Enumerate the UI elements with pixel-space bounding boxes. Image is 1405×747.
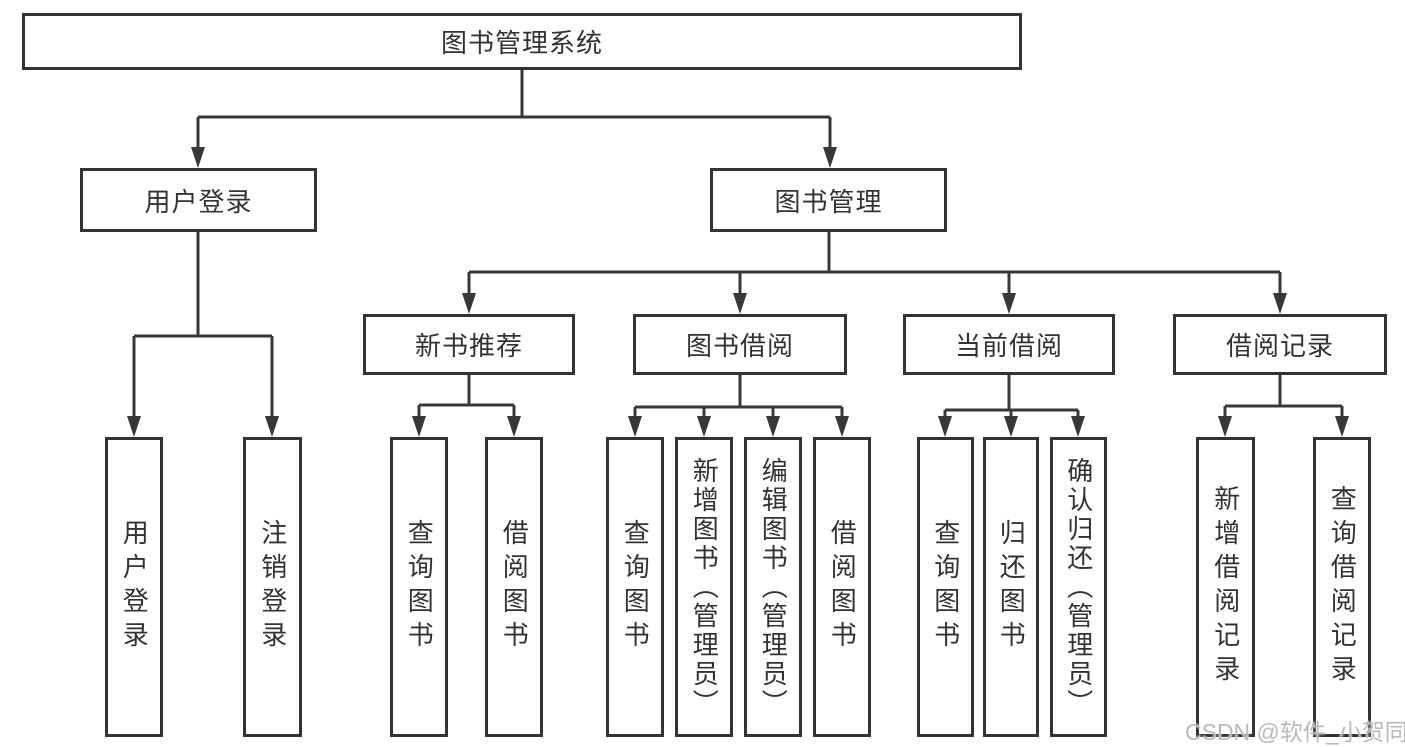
leaf-query-borrow-record: 查询借阅记录 (1313, 437, 1371, 737)
leaf-return-books: 归还图书 (983, 437, 1039, 737)
leaf-edit-books-admin: 编辑图书（管理员） (744, 437, 802, 737)
leaf-query-books-recommend: 查询图书 (390, 437, 448, 737)
leaf-label: 注销登录 (257, 519, 288, 655)
leaf-label: 新增图书（管理员） (689, 456, 720, 718)
leaf-label: 查询图书 (620, 519, 651, 655)
leaf-add-books-admin: 新增图书（管理员） (675, 437, 733, 737)
leaf-query-books-current: 查询图书 (917, 437, 974, 737)
leaf-label: 归还图书 (996, 519, 1027, 655)
node-user-login: 用户登录 (80, 168, 317, 232)
node-label: 用户登录 (144, 186, 253, 217)
leaf-borrow-books-borrowing: 借阅图书 (813, 437, 871, 737)
node-label: 图书借阅 (685, 331, 794, 361)
leaf-label: 确认归还（管理员） (1063, 456, 1094, 718)
node-current-borrowing: 当前借阅 (903, 314, 1115, 375)
node-label: 当前借阅 (954, 331, 1063, 361)
leaf-label: 查询图书 (404, 519, 435, 655)
node-book-management: 图书管理 (710, 168, 947, 232)
leaf-add-borrow-record: 新增借阅记录 (1196, 437, 1255, 737)
leaf-label: 借阅图书 (499, 519, 530, 655)
node-library-management-system: 图书管理系统 (22, 13, 1022, 70)
node-label: 借阅记录 (1225, 331, 1334, 361)
node-label: 图书管理 (774, 186, 883, 217)
node-book-borrowing: 图书借阅 (633, 314, 847, 375)
leaf-label: 查询借阅记录 (1327, 485, 1358, 689)
node-borrowing-records: 借阅记录 (1173, 314, 1387, 375)
node-label: 图书管理系统 (440, 28, 603, 58)
leaf-label: 借阅图书 (827, 519, 858, 655)
leaf-logout-login: 注销登录 (243, 437, 302, 737)
leaf-label: 用户登录 (119, 519, 150, 655)
watermark: CSDN @软件_小贺同学 (1185, 719, 1405, 745)
leaf-label: 查询图书 (930, 519, 961, 655)
node-label: 新书推荐 (414, 331, 523, 361)
leaf-label: 新增借阅记录 (1210, 485, 1241, 689)
node-new-book-recommendation: 新书推荐 (363, 314, 575, 375)
leaf-confirm-return-admin: 确认归还（管理员） (1050, 437, 1107, 737)
leaf-query-books-borrowing: 查询图书 (606, 437, 664, 737)
leaf-borrow-books-recommend: 借阅图书 (485, 437, 543, 737)
leaf-label: 编辑图书（管理员） (758, 456, 789, 718)
leaf-user-login: 用户登录 (105, 437, 163, 737)
